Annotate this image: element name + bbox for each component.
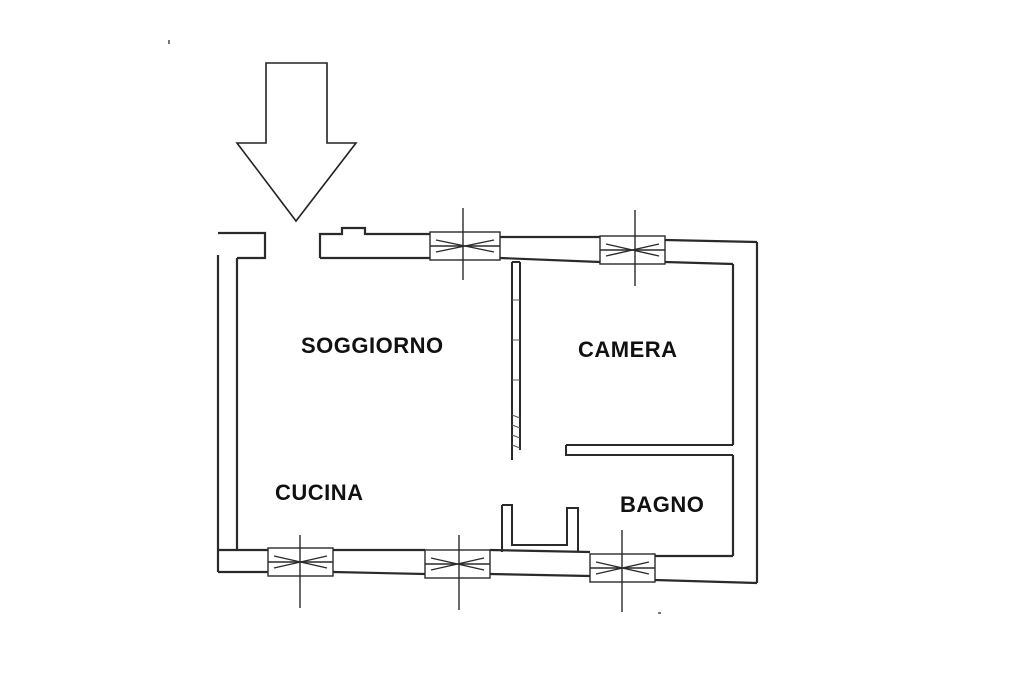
window-bottom-bagno [589, 530, 656, 612]
window-bottom-soggiorno [424, 535, 491, 610]
room-label-bagno: BAGNO [620, 492, 704, 517]
wall-hatch [511, 299, 521, 449]
room-label-cucina: CUCINA [275, 480, 364, 505]
window-top-camera [599, 210, 666, 286]
scan-mark [658, 612, 661, 614]
arrow-down-icon [235, 62, 358, 223]
outer-walls [216, 226, 759, 585]
window-bottom-cucina [267, 535, 334, 608]
interior-walls [501, 261, 733, 552]
window-top-soggiorno [429, 208, 501, 280]
scan-mark [168, 40, 170, 44]
windows [267, 208, 666, 612]
room-label-soggiorno: SOGGIORNO [301, 333, 444, 358]
room-label-camera: CAMERA [578, 337, 678, 362]
